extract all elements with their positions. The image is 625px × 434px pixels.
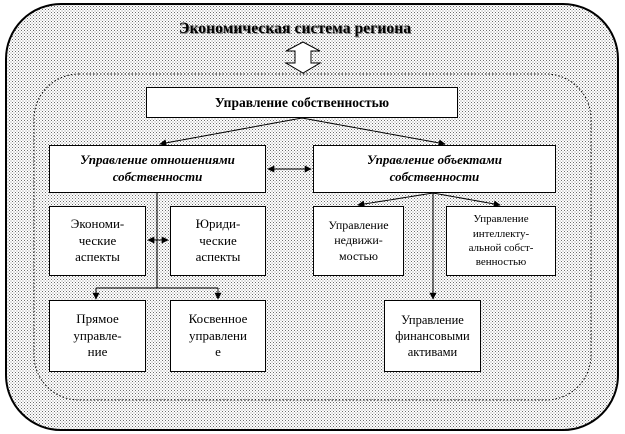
box-intellectual-property: Управление интеллекту- альной собст- вен… <box>446 206 556 276</box>
box-real-estate: Управление недвижи- мостью <box>313 206 404 276</box>
box-financial-assets: Управление финансовыми активами <box>384 300 481 372</box>
box-property-management: Управление собственностью <box>146 87 458 118</box>
box-juridical-aspects: Юриди- ческие аспекты <box>170 206 266 276</box>
box-property-relations: Управление отношениями собственности <box>49 145 266 193</box>
box-property-objects: Управление объектами собственности <box>313 145 556 193</box>
diagram-title: Экономическая система региона <box>178 20 412 37</box>
box-economic-aspects: Экономи- ческие аспекты <box>49 206 146 276</box>
box-indirect-management: Косвенное управлени е <box>170 300 266 372</box>
box-direct-management: Прямое управле- ние <box>49 300 146 372</box>
